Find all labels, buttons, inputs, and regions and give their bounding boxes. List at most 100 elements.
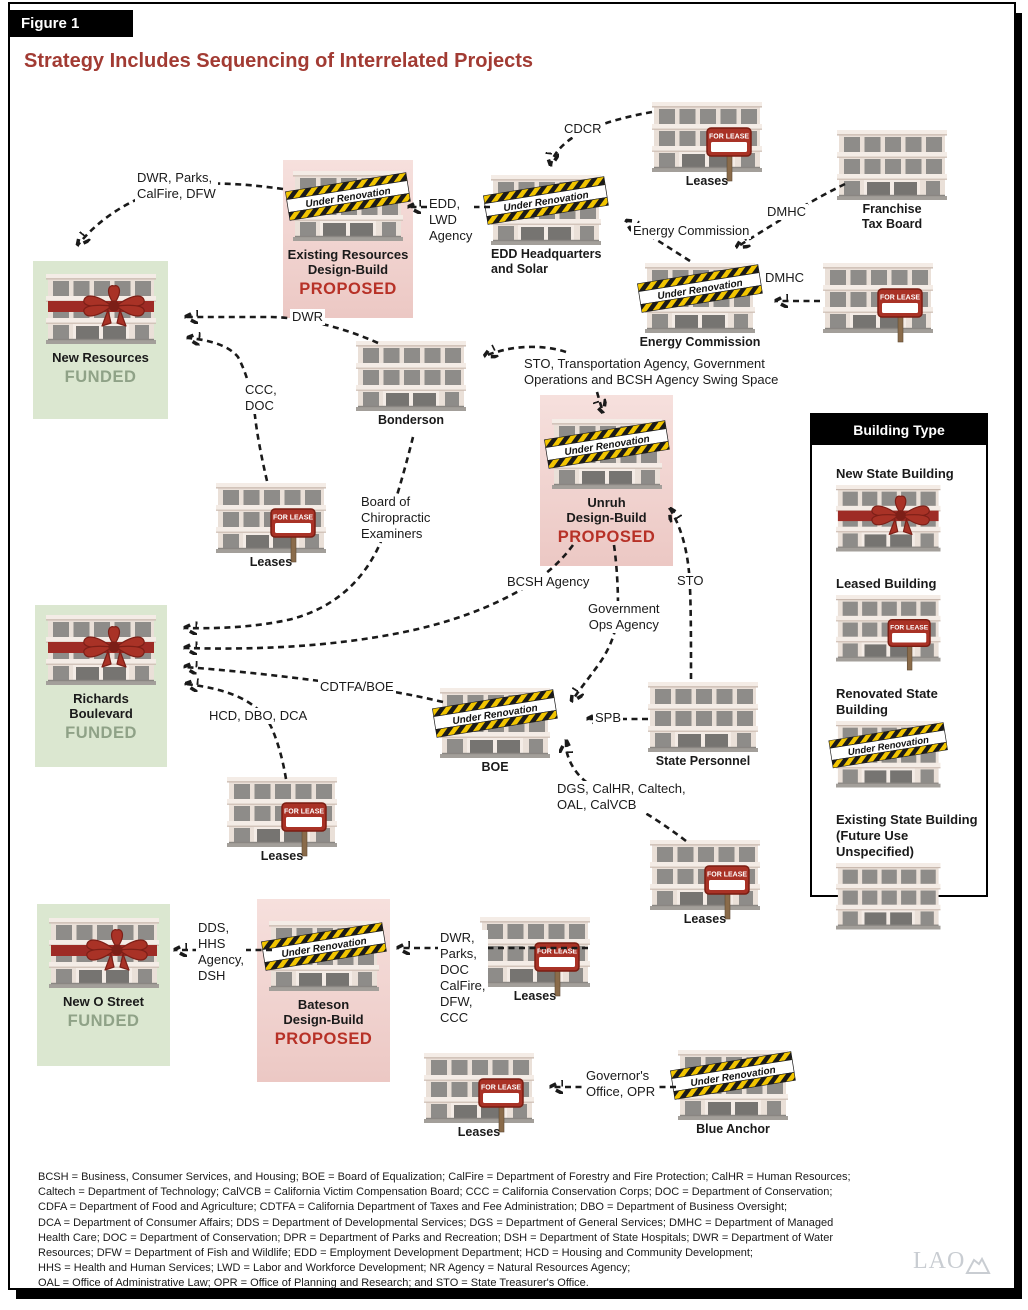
legend-item-label: Leased Building xyxy=(836,576,937,591)
project-bateson: Under Renovation Bateson Design-Build PR… xyxy=(257,899,390,1082)
svg-text:FOR LEASE: FOR LEASE xyxy=(273,515,313,522)
arrow-label-sto: STO xyxy=(675,573,706,589)
project-title: Richards Boulevard xyxy=(69,691,133,721)
existing-building-icon xyxy=(837,130,947,200)
arrow-label-gov-ops: Government Ops Agency xyxy=(586,601,662,633)
existing-building-icon xyxy=(356,341,466,411)
building-label: Leases xyxy=(513,989,557,1003)
project-new-resources: New Resources FUNDED xyxy=(33,261,168,419)
arrow-label-dwr-full: DWR, Parks, DOC CalFire, DFW, CCC xyxy=(438,930,488,1026)
arrow-label-spb: SPB xyxy=(593,710,624,726)
svg-text:FOR LEASE: FOR LEASE xyxy=(284,809,324,816)
project-title: New O Street xyxy=(63,994,144,1009)
building-label: Blue Anchor xyxy=(696,1122,770,1136)
project-unruh: Under Renovation Unruh Design-Build PROP… xyxy=(540,395,673,566)
legend-item-leased: Leased Building FOR LEASE xyxy=(812,576,986,671)
building-label: Energy Commission xyxy=(639,335,761,349)
leased-building-icon: FOR LEASE xyxy=(424,1053,534,1133)
project-existing-resources: Under Renovation Existing Resources Desi… xyxy=(283,160,413,318)
new-building-icon xyxy=(48,918,159,988)
leased-building-icon: FOR LEASE xyxy=(823,263,933,343)
footnote-abbreviations: BCSH = Business, Consumer Services, and … xyxy=(38,1171,851,1290)
legend-item-label: Existing State Building (Future Use Unsp… xyxy=(836,812,978,859)
project-title: Bateson Design-Build xyxy=(283,997,364,1027)
status-proposed: PROPOSED xyxy=(299,280,397,298)
building-state-personnel: State Personnel xyxy=(648,682,758,768)
renovated-building-icon: Under Renovation xyxy=(670,1050,796,1120)
new-building-icon xyxy=(836,485,941,552)
leased-building-icon: FOR LEASE xyxy=(836,595,941,671)
arrow-label-dgs: DGS, CalHR, Caltech, OAL, CalVCB xyxy=(555,781,688,813)
building-label: Leases xyxy=(685,174,729,188)
legend-item-new: New State Building xyxy=(812,466,986,555)
project-title: Unruh Design-Build xyxy=(566,495,647,525)
status-funded: FUNDED xyxy=(65,724,137,742)
arrow-label-cdtfa-boe: CDTFA/BOE xyxy=(318,679,396,695)
existing-building-icon xyxy=(836,863,941,930)
arrow-label-bcsh: BCSH Agency xyxy=(505,574,592,590)
legend-item-label: Renovated State Building xyxy=(836,686,938,717)
arrow-label-board-chiro: Board of Chiropractic Examiners xyxy=(359,494,433,542)
existing-building-icon xyxy=(648,682,758,752)
svg-text:FOR LEASE: FOR LEASE xyxy=(890,625,929,632)
status-funded: FUNDED xyxy=(67,1012,140,1030)
building-leases-right: FOR LEASE xyxy=(823,263,933,343)
renovated-building-icon: Under Renovation xyxy=(637,263,763,333)
building-label: Leases xyxy=(249,555,293,569)
arrow-label-hcd-dbo-dca: HCD, DBO, DCA xyxy=(207,708,310,724)
figure-number-tab: Figure 1 xyxy=(8,10,133,37)
arrow-label-energy-commission-move: Energy Commission xyxy=(631,223,752,239)
building-leases-top: FOR LEASE Leases xyxy=(652,102,762,188)
legend-item-label: New State Building xyxy=(836,466,954,481)
svg-text:FOR LEASE: FOR LEASE xyxy=(481,1085,521,1092)
leased-building-icon: FOR LEASE xyxy=(227,777,337,857)
building-label: Leases xyxy=(457,1125,501,1139)
building-leases-dwr: FOR LEASE Leases xyxy=(480,917,590,1003)
building-label: Leases xyxy=(260,849,304,863)
building-leases-bottom: FOR LEASE Leases xyxy=(424,1053,534,1139)
building-label: Bonderson xyxy=(378,413,444,427)
arrow-label-dwr: DWR xyxy=(290,309,326,325)
lao-logo: LAO xyxy=(913,1248,991,1275)
new-building-icon xyxy=(45,274,156,344)
status-proposed: PROPOSED xyxy=(274,1030,373,1048)
renovated-building-icon: Under Renovation xyxy=(828,721,948,788)
project-title: Existing Resources Design-Build xyxy=(287,247,409,277)
arrow-label-swing-space: STO, Transportation Agency, Government O… xyxy=(522,356,781,388)
building-label: Franchise Tax Board xyxy=(861,202,923,231)
building-boe: Under Renovation BOE xyxy=(432,688,558,774)
arrow-label-dwr-parks-calfire: DWR, Parks, CalFire, DFW xyxy=(135,170,218,202)
building-leases-ccc: FOR LEASE Leases xyxy=(216,483,326,569)
arrow-label-governor: Governor's Office, OPR xyxy=(584,1068,658,1100)
renovated-building-icon: Under Renovation xyxy=(285,171,411,241)
building-energy-commission: Under Renovation Energy Commission xyxy=(637,263,763,349)
lao-logo-text: LAO xyxy=(913,1248,966,1274)
leased-building-icon: FOR LEASE xyxy=(650,840,760,920)
project-richards-boulevard: Richards Boulevard FUNDED xyxy=(35,605,167,767)
lao-bear-glyph xyxy=(965,1256,991,1274)
building-bonderson: Bonderson xyxy=(356,341,466,427)
legend-building-type: Building Type New State Building Leased … xyxy=(810,413,988,930)
status-funded: FUNDED xyxy=(64,368,137,386)
legend-title: Building Type xyxy=(812,415,986,445)
arrow-label-edd-lwd: EDD, LWD Agency xyxy=(427,196,475,244)
building-leases-hcd: FOR LEASE Leases xyxy=(227,777,337,863)
renovated-building-icon: Under Renovation xyxy=(432,688,558,758)
legend-item-renovated: Renovated State Building Under Renovatio… xyxy=(812,686,986,791)
arrow-label-cdcr: CDCR xyxy=(562,121,604,137)
building-label: BOE xyxy=(481,760,509,774)
arrow-label-dmhc-upper: DMHC xyxy=(765,204,808,220)
arrow-label-dds-hhs: DDS, HHS Agency, DSH xyxy=(196,920,247,984)
leased-building-icon: FOR LEASE xyxy=(216,483,326,563)
project-title: New Resources xyxy=(52,350,149,365)
building-leases-dgs: FOR LEASE Leases xyxy=(650,840,760,926)
new-building-icon xyxy=(46,615,156,685)
renovated-building-icon: Under Renovation xyxy=(483,175,609,245)
arrow-label-dmhc-lower: DMHC xyxy=(763,270,806,286)
leased-building-icon: FOR LEASE xyxy=(652,102,762,182)
status-proposed: PROPOSED xyxy=(557,528,656,546)
arrow-label-ccc-doc: CCC, DOC xyxy=(243,382,279,414)
svg-text:FOR LEASE: FOR LEASE xyxy=(537,949,577,956)
building-label: State Personnel xyxy=(655,754,751,768)
